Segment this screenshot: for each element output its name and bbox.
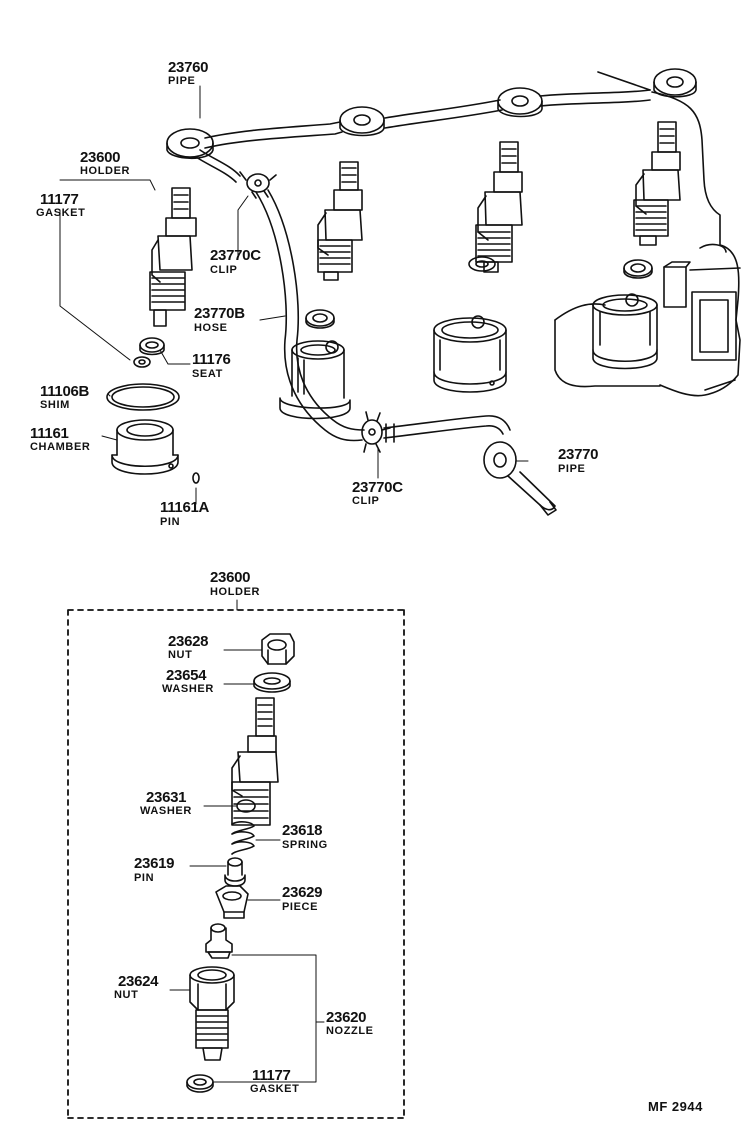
label-hose-name: HOSE	[194, 322, 228, 334]
leader-lines-top	[59, 85, 529, 505]
nut-23624	[189, 966, 235, 1061]
holder-body-exploded	[231, 697, 279, 826]
label-gasket-top-number: 11177	[40, 191, 79, 208]
injector-cylinder-2	[305, 161, 363, 329]
label-shim-name: SHIM	[40, 399, 70, 411]
label-pin-11161a-number: 11161A	[160, 499, 210, 516]
label-holder-top-name: HOLDER	[80, 165, 131, 177]
spring-23618	[231, 821, 255, 855]
leader-lines-exploded	[169, 649, 325, 1083]
label-nut-23628-name: NUT	[168, 649, 193, 661]
gasket-left	[133, 356, 151, 368]
label-nozzle-23620-name: NOZZLE	[326, 1025, 374, 1037]
chamber-cylinder-2	[279, 340, 351, 420]
label-hose-number: 23770B	[194, 305, 245, 322]
label-nut-23628-number: 23628	[168, 633, 209, 650]
hose-clip-upper	[239, 171, 277, 199]
chamber-pin-left	[192, 472, 200, 484]
label-washer-23631-number: 23631	[146, 789, 187, 806]
chamber-cylinder-4	[592, 293, 658, 370]
label-gasket-bottom-number: 11177	[252, 1067, 291, 1084]
piece-23629	[215, 885, 249, 919]
pin-23619	[224, 857, 246, 887]
label-pin-23619-name: PIN	[134, 872, 155, 884]
shim-left	[106, 383, 180, 411]
label-holder-exploded-number: 23600	[210, 569, 251, 586]
nut-23628	[261, 633, 295, 665]
label-pin-23619-number: 23619	[134, 855, 175, 872]
label-clip-a-number: 23770C	[210, 247, 261, 264]
exploded-holder-frame	[67, 609, 405, 1119]
washer-23654	[253, 672, 291, 693]
label-chamber-name: CHAMBER	[30, 441, 91, 453]
fuel-return-pipe	[166, 68, 697, 183]
injector-cylinder-4	[623, 121, 681, 279]
washer-23631	[236, 799, 256, 813]
label-nut-23624-number: 23624	[118, 973, 159, 990]
label-clip-b-name: CLIP	[352, 495, 380, 507]
chamber-cylinder-3	[433, 315, 507, 393]
engine-block	[554, 71, 741, 397]
label-seat-number: 11176	[192, 351, 231, 368]
injector-cylinder-3	[468, 141, 523, 273]
label-piece-23629-number: 23629	[282, 884, 323, 901]
label-pipe-23770-name: PIPE	[558, 463, 586, 475]
label-23760-name: PIPE	[168, 75, 196, 87]
label-nozzle-23620-number: 23620	[326, 1009, 367, 1026]
label-seat-name: SEAT	[192, 368, 223, 380]
figure-code: MF 2944	[648, 1099, 703, 1114]
label-washer-23654-number: 23654	[166, 667, 207, 684]
label-gasket-top-name: GASKET	[36, 207, 86, 219]
label-piece-23629-name: PIECE	[282, 901, 319, 913]
label-spring-23618-name: SPRING	[282, 839, 328, 851]
label-pipe-23770-number: 23770	[558, 446, 599, 463]
nozzle-seat-left	[139, 337, 165, 356]
label-pin-11161a-name: PIN	[160, 516, 181, 528]
label-washer-23654-name: WASHER	[162, 683, 214, 695]
label-holder-exploded-name: HOLDER	[210, 586, 261, 598]
label-holder-top-number: 23600	[80, 149, 121, 166]
label-shim-number: 11106B	[40, 383, 90, 400]
label-clip-a-name: CLIP	[210, 264, 238, 276]
label-spring-23618-number: 23618	[282, 822, 323, 839]
combustion-chamber-left	[111, 419, 179, 475]
outlet-pipe	[383, 415, 557, 516]
label-nut-23624-name: NUT	[114, 989, 139, 1001]
label-gasket-bottom-name: GASKET	[250, 1083, 300, 1095]
label-clip-b-number: 23770C	[352, 479, 403, 496]
label-washer-23631-name: WASHER	[140, 805, 192, 817]
injector-holder-left	[149, 187, 197, 327]
gasket-11177-bottom	[186, 1074, 214, 1093]
nozzle-23620	[205, 923, 233, 959]
label-23760-number: 23760	[168, 59, 209, 76]
label-chamber-number: 11161	[30, 425, 69, 442]
